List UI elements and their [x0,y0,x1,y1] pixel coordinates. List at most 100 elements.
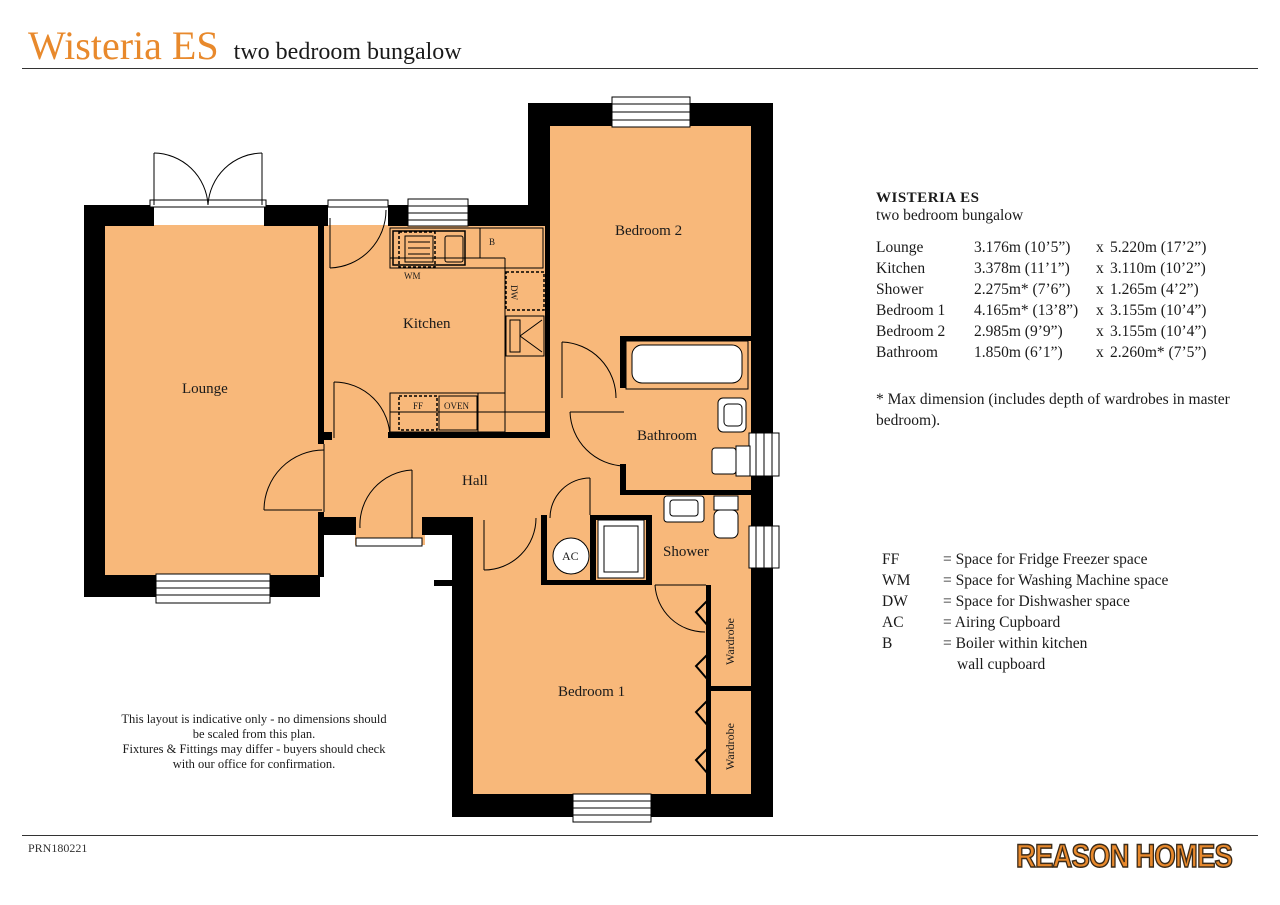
legend-row: B = Boiler within kitchen [882,635,1168,656]
legend-abbr: B [882,635,893,652]
lounge-hall-wall [318,512,324,577]
french-doors [149,152,267,208]
bathroom-north-wall [620,336,751,341]
info-subtitle: two bedroom bungalow [876,207,1024,224]
dim-room: Bedroom 1 [876,301,946,319]
wm-label: WM [404,271,421,281]
bedroom1-west-wall [452,517,473,817]
dim-width: 3.176m (10’5”) [974,238,1071,256]
legend-row: WM = Space for Washing Machine space [882,572,1168,593]
lounge-floor [105,225,320,575]
bathroom-west-wall-b [620,464,626,494]
disclaimer-line: be scaled from this plan. [192,727,316,741]
page-header: Wisteria ES two bedroom bungalow [28,22,462,68]
label-kitchen: Kitchen [403,316,451,332]
dim-sep: x [1096,322,1104,340]
porch-west-wall [320,517,356,535]
label-shower: Shower [663,544,709,560]
ff-label: FF [413,401,423,411]
label-hall: Hall [462,473,488,489]
lounge-kitchen-wall [318,226,324,444]
dimensions-table: Lounge 3.176m (10’5”) x 5.220m (17’2”) K… [876,237,1206,363]
page-title: Wisteria ES [28,23,219,68]
lounge-north-wall-a [84,205,154,226]
page-subtitle: two bedroom bungalow [233,39,462,65]
kitchen-north-wall-a [388,205,408,226]
dim-width: 2.985m (9’9”) [974,322,1063,340]
dim-room: Kitchen [876,259,926,277]
lounge-north-wall-b [264,205,328,226]
label-wardrobe-b: Wardrobe [723,723,737,770]
kitchen-hall-floor [320,225,548,517]
bedroom1-south-wall-b [651,794,773,817]
dim-room: Lounge [876,238,924,256]
bathroom-south-wall [620,490,751,495]
dim-room: Shower [876,280,924,298]
label-lounge: Lounge [182,381,228,397]
bathroom-fittings [625,340,751,477]
ac-west-wall [541,515,547,585]
dim-length: 2.260m* (7’5”) [1110,343,1207,361]
legend-table: FF = Space for Fridge Freezer space WM = S… [882,551,1168,677]
oven-label: OVEN [444,401,469,411]
bedroom2-bath-floor [548,125,751,495]
interior-walls [318,226,751,795]
shower-fittings [552,495,739,579]
bedroom2-west-wall [528,103,550,226]
lounge-west-wall [84,205,105,597]
legend-row: FF = Space for Fridge Freezer space [882,551,1168,572]
kitchen-east-wall [545,226,550,438]
east-wall-b [751,476,773,526]
dim-sep: x [1096,301,1104,319]
plan-reference: PRN180221 [28,841,88,855]
wardrobe-divider [706,686,751,691]
kitchen-labels: WM B DW FF OVEN [404,237,519,411]
shower-tray-top [590,515,652,520]
legend-row: wall cupboard [882,656,1168,677]
info-panel: WISTERIA ES two bedroom bungalow Lounge … [876,190,1206,363]
label-bedroom2: Bedroom 2 [615,223,682,239]
east-wall-c [751,568,773,817]
dim-length: 3.110m (10’2”) [1110,259,1206,277]
table-row: Kitchen 3.378m (11’1”) x 3.110m (10’2”) [876,258,1206,279]
info-title: WISTERIA ES [876,190,980,206]
disclaimer-line: with our office for confirmation. [172,757,336,771]
legend-row: AC = Airing Cupboard [882,614,1168,635]
label-ac: AC [562,549,579,563]
legend-abbr: WM [882,572,911,589]
lounge-south-wall-b [270,575,320,597]
legend-text: = Boiler within kitchen [943,635,1088,652]
wall-stub-b [318,432,332,440]
kitchen-south-wall [388,432,550,438]
legend-text: = Space for Washing Machine space [943,572,1169,589]
porch-east-wall [422,517,473,535]
label-wardrobe-a: Wardrobe [723,618,737,665]
header-rule [22,68,1258,69]
lounge-south-wall-a [84,575,156,597]
east-wall-a [751,103,773,433]
dim-sep: x [1096,280,1104,298]
windows [155,96,780,823]
disclaimer-line: Fixtures & Fittings may differ - buyers … [122,742,386,756]
dim-sep: x [1096,259,1104,277]
dim-room: Bedroom 2 [876,322,946,340]
dim-sep: x [1096,238,1104,256]
brand-logo: REASON HOMES [1015,837,1233,875]
legend-text: = Space for Fridge Freezer space [943,551,1148,568]
dim-length: 1.265m (4’2”) [1110,280,1199,298]
dim-length: 5.220m (17’2”) [1110,238,1207,256]
legend-abbr: FF [882,551,900,568]
bathroom-west-wall-a [620,336,626,388]
table-row: Shower 2.275m* (7’6”) x 1.265m (4’2”) [876,279,1206,300]
dim-length: 3.155m (10’4”) [1110,322,1207,340]
legend-abbr: DW [882,593,908,610]
bedroom2-north-wall-a [528,103,612,126]
legend-abbr: AC [882,614,904,631]
table-row: Lounge 3.176m (10’5”) x 5.220m (17’2”) [876,237,1206,258]
room-labels: Lounge Kitchen Bedroom 2 Bathroom Hall S… [182,223,737,770]
label-bathroom: Bathroom [637,428,697,444]
disclaimer-line: This layout is indicative only - no dime… [121,712,387,726]
legend-text: = Airing Cupboard [943,614,1061,631]
kitchen-fittings [389,227,545,433]
